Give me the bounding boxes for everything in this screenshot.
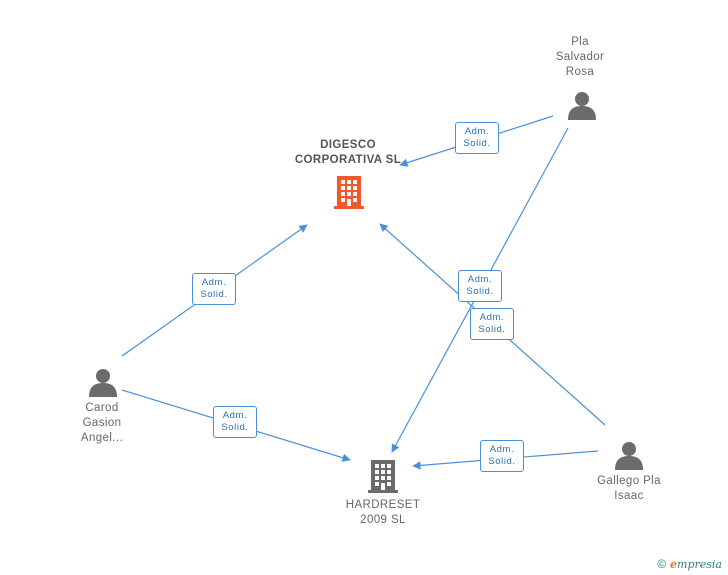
brand-e: e — [670, 558, 678, 571]
building-icon[interactable] — [334, 176, 364, 209]
edge-label-line: Adm. — [222, 410, 248, 421]
node-label-hardreset-2009[interactable]: HARDRESET 2009 SL — [338, 498, 428, 528]
edge-label-line: Solid. — [466, 286, 494, 297]
node-label-line: Rosa — [565, 66, 595, 78]
node-label-line: Salvador — [555, 51, 605, 63]
node-label-line: Carod — [85, 402, 119, 414]
edge-label-line: Solid. — [478, 324, 506, 335]
edge-label-line: Solid. — [488, 456, 516, 467]
node-label-pla-salvador-rosa[interactable]: Pla Salvador Rosa — [540, 35, 620, 80]
building-icon[interactable] — [368, 460, 398, 493]
person-icon[interactable] — [568, 92, 596, 120]
edge-label-line: Adm. — [479, 312, 505, 323]
edge-label-carod-hardreset[interactable]: Adm. Solid. — [213, 406, 257, 438]
brand-name: mpresia — [677, 558, 722, 571]
node-label-digesco-corporativa[interactable]: DIGESCO CORPORATIVA SL — [278, 138, 418, 168]
edge-label-gallego-hardreset[interactable]: Adm. Solid. — [480, 440, 524, 472]
person-icon[interactable] — [89, 369, 117, 397]
edge-label-line: Solid. — [200, 289, 228, 300]
person-icon[interactable] — [615, 442, 643, 470]
edge-label-line: Adm. — [201, 277, 227, 288]
node-label-line: Gallego Pla — [597, 475, 661, 487]
node-label-line: CORPORATIVA SL — [294, 154, 402, 166]
edge-label-line: Solid. — [221, 422, 249, 433]
node-label-line: Pla — [571, 36, 589, 48]
empresia-brand[interactable]: ©empresia — [657, 557, 722, 571]
edge-label-pla-digesco[interactable]: Adm. Solid. — [455, 122, 499, 154]
edge-label-line: Adm. — [467, 274, 493, 285]
node-label-line: HARDRESET — [345, 499, 421, 511]
node-label-line: Angel... — [80, 432, 124, 444]
edge-label-line: Adm. — [489, 444, 515, 455]
edge-label-line: Solid. — [463, 138, 491, 149]
node-label-line: Isaac — [614, 490, 644, 502]
edge-label-gallego-digesco[interactable]: Adm. Solid. — [470, 308, 514, 340]
node-label-line: 2009 SL — [360, 514, 406, 526]
edge-label-line: Adm. — [464, 126, 490, 137]
node-label-line: DIGESCO — [320, 139, 376, 151]
node-label-gallego-pla-isaac[interactable]: Gallego Pla Isaac — [584, 474, 674, 504]
copyright-icon: © — [657, 557, 667, 571]
edge-label-carod-digesco[interactable]: Adm. Solid. — [192, 273, 236, 305]
edge-label-pla-hardreset[interactable]: Adm. Solid. — [458, 270, 502, 302]
node-label-carod-gasion-angel[interactable]: Carod Gasion Angel... — [62, 401, 142, 446]
node-label-line: Gasion — [82, 417, 122, 429]
